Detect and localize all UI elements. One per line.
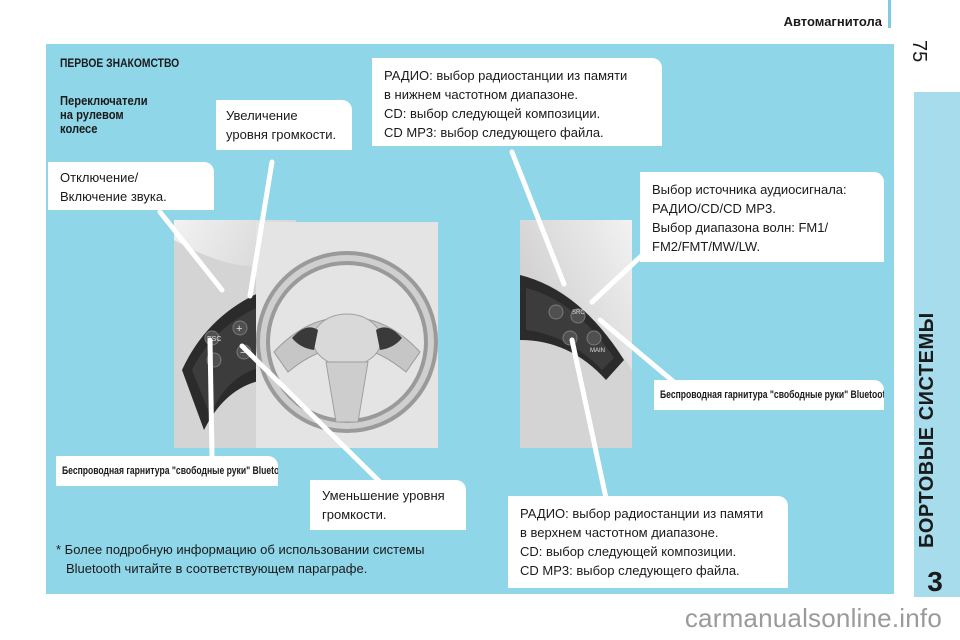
right-steering-controls-photo: SRC OK MAIN bbox=[520, 220, 632, 448]
callout-mute: Отключение/ Включение звука. bbox=[48, 162, 214, 210]
header-title: Автомагнитола bbox=[783, 14, 882, 29]
callout-line: Выбор диапазона волн: FM1/ bbox=[652, 220, 829, 235]
main-button-label: MAIN bbox=[590, 348, 605, 354]
bluetooth-right-pointer bbox=[597, 317, 677, 385]
volume-down-pointer bbox=[239, 343, 383, 485]
section-title: ПЕРВОЕ ЗНАКОМСТВО bbox=[60, 56, 180, 70]
footnote: * Более подробную информацию об использо… bbox=[56, 540, 496, 578]
callout-line: РАДИО/CD/CD MP3. bbox=[652, 201, 776, 216]
chapter-number: 3 bbox=[927, 566, 943, 597]
callout-line: CD: выбор следующей композиции. bbox=[384, 106, 601, 121]
footnote-line: * Более подробную информацию об использо… bbox=[56, 542, 425, 557]
plus-button-label: + bbox=[236, 323, 242, 335]
callout-line: РАДИО: выбор радиостанции из памяти bbox=[384, 68, 628, 83]
subsection-title: Переключатели на рулевом колесе bbox=[60, 94, 172, 136]
callout-line: CD MP3: выбор следующего файла. bbox=[520, 563, 740, 578]
callout-line: РАДИО: выбор радиостанции из памяти bbox=[520, 506, 764, 521]
callout-radio-down: РАДИО: выбор радиостанции из памяти в ни… bbox=[372, 58, 662, 146]
callout-line: в нижнем частотном диапазоне. bbox=[384, 87, 579, 102]
callout-radio-up: РАДИО: выбор радиостанции из памяти в ве… bbox=[508, 496, 788, 588]
src-ok-button-label: SRC OK bbox=[572, 310, 595, 316]
callout-line: CD MP3: выбор следующего файла. bbox=[384, 125, 604, 140]
esc-button-label: ESC bbox=[207, 336, 221, 343]
callout-line: уровня громкости. bbox=[226, 127, 337, 142]
callout-bluetooth-right: Беспроводная гарнитура "свободные руки" … bbox=[654, 380, 884, 410]
radio-up-pointer bbox=[569, 337, 609, 501]
callout-volume-up: Увеличение уровня громкости. bbox=[216, 100, 352, 150]
bluetooth-left-pointer bbox=[207, 337, 215, 459]
callout-text: Беспроводная гарнитура "свободные руки" … bbox=[62, 465, 278, 477]
mute-pointer bbox=[157, 209, 225, 293]
callout-line: Уменьшение уровня bbox=[322, 488, 445, 503]
subsection-title-line: Переключатели bbox=[60, 93, 148, 108]
footnote-line: Bluetooth читайте в соответствующем пара… bbox=[66, 561, 368, 576]
callout-line: громкости. bbox=[322, 507, 387, 522]
radio-down-pointer bbox=[509, 149, 567, 287]
callout-line: FM2/FMT/MW/LW. bbox=[652, 239, 761, 254]
callout-line: Включение звука. bbox=[60, 189, 167, 204]
callout-line: Выбор источника аудиосигнала: bbox=[652, 182, 847, 197]
callout-line: Отключение/ bbox=[60, 170, 139, 185]
subsection-title-line: колесе bbox=[60, 121, 98, 136]
callout-line: CD: выбор следующей композиции. bbox=[520, 544, 737, 559]
subsection-title-line: на рулевом bbox=[60, 107, 124, 122]
steering-wheel-photo bbox=[256, 222, 438, 448]
callout-bluetooth-left: Беспроводная гарнитура "свободные руки" … bbox=[56, 456, 278, 486]
volume-up-pointer bbox=[247, 159, 275, 299]
watermark: carmanualsonline.info bbox=[684, 603, 942, 633]
header-divider bbox=[888, 0, 891, 28]
callout-source-select: Выбор источника аудиосигнала: РАДИО/CD/C… bbox=[640, 172, 884, 262]
callout-line: Увеличение bbox=[226, 108, 298, 123]
chapter-side-tab bbox=[914, 92, 960, 597]
callout-text: Беспроводная гарнитура "свободные руки" … bbox=[660, 389, 884, 401]
minus-button-label: − bbox=[240, 347, 246, 359]
callout-volume-down: Уменьшение уровня громкости. bbox=[310, 480, 466, 530]
callout-line: в верхнем частотном диапазоне. bbox=[520, 525, 719, 540]
